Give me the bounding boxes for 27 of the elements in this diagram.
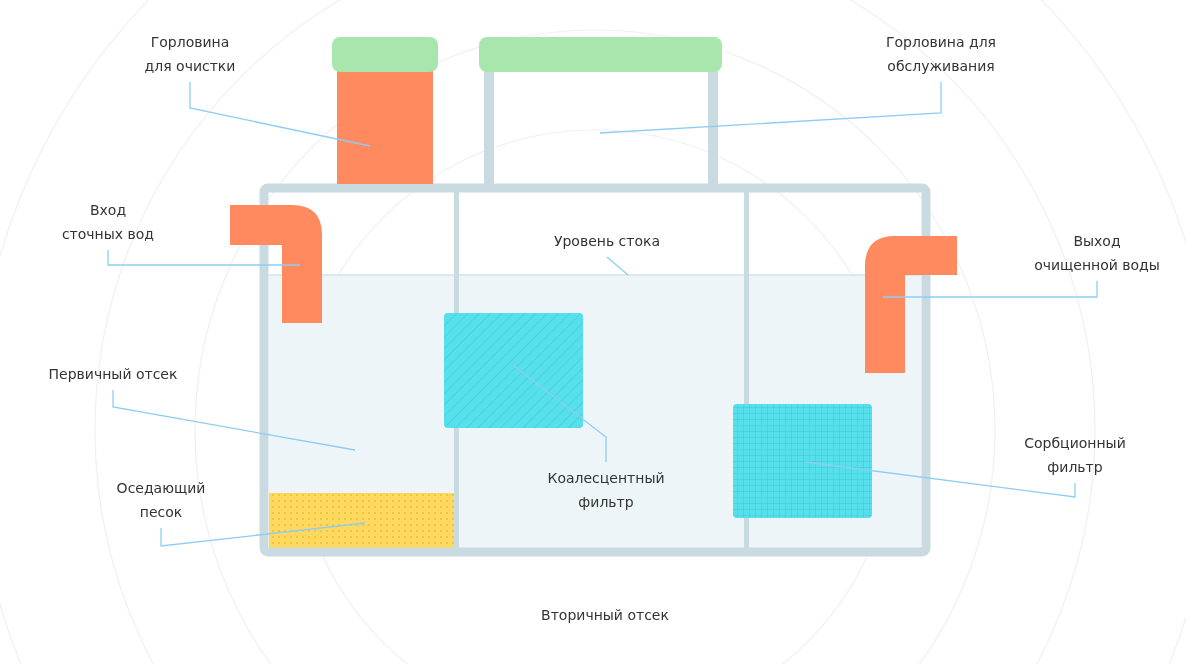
callout-label: Первичный отсек — [18, 362, 208, 386]
leader-line — [112, 389, 356, 451]
cleaning-neck — [332, 37, 438, 184]
leader-line — [107, 249, 301, 266]
leader-line — [513, 365, 607, 463]
primary-compartment — [269, 275, 456, 548]
leader-line — [599, 81, 942, 134]
sorption-filter — [733, 404, 872, 518]
leader-line — [882, 280, 1098, 298]
inlet-pipe — [230, 205, 322, 323]
service-neck — [479, 37, 722, 184]
sand-layer — [269, 493, 454, 548]
leader-line — [606, 256, 629, 276]
leader-line — [804, 461, 1076, 498]
callout-label: Оседающий песок — [103, 476, 219, 524]
leader-line — [189, 81, 371, 147]
callout-label: Уровень стока — [527, 229, 687, 253]
leader-line — [160, 522, 366, 547]
callout-label: Сорбционный фильтр — [1005, 431, 1145, 479]
callout-label: Горловина для очистки — [135, 30, 245, 78]
coalescent-filter — [444, 313, 583, 428]
callout-label: Горловина для обслуживания — [856, 30, 1026, 78]
callout-label: Выход очищенной воды — [1032, 229, 1162, 277]
outlet-pipe — [865, 236, 957, 373]
callout-label: Коалесцентный фильтр — [526, 466, 686, 514]
compartment-label: Вторичный отсек — [540, 606, 670, 625]
callout-label: Вход сточных вод — [59, 198, 157, 246]
